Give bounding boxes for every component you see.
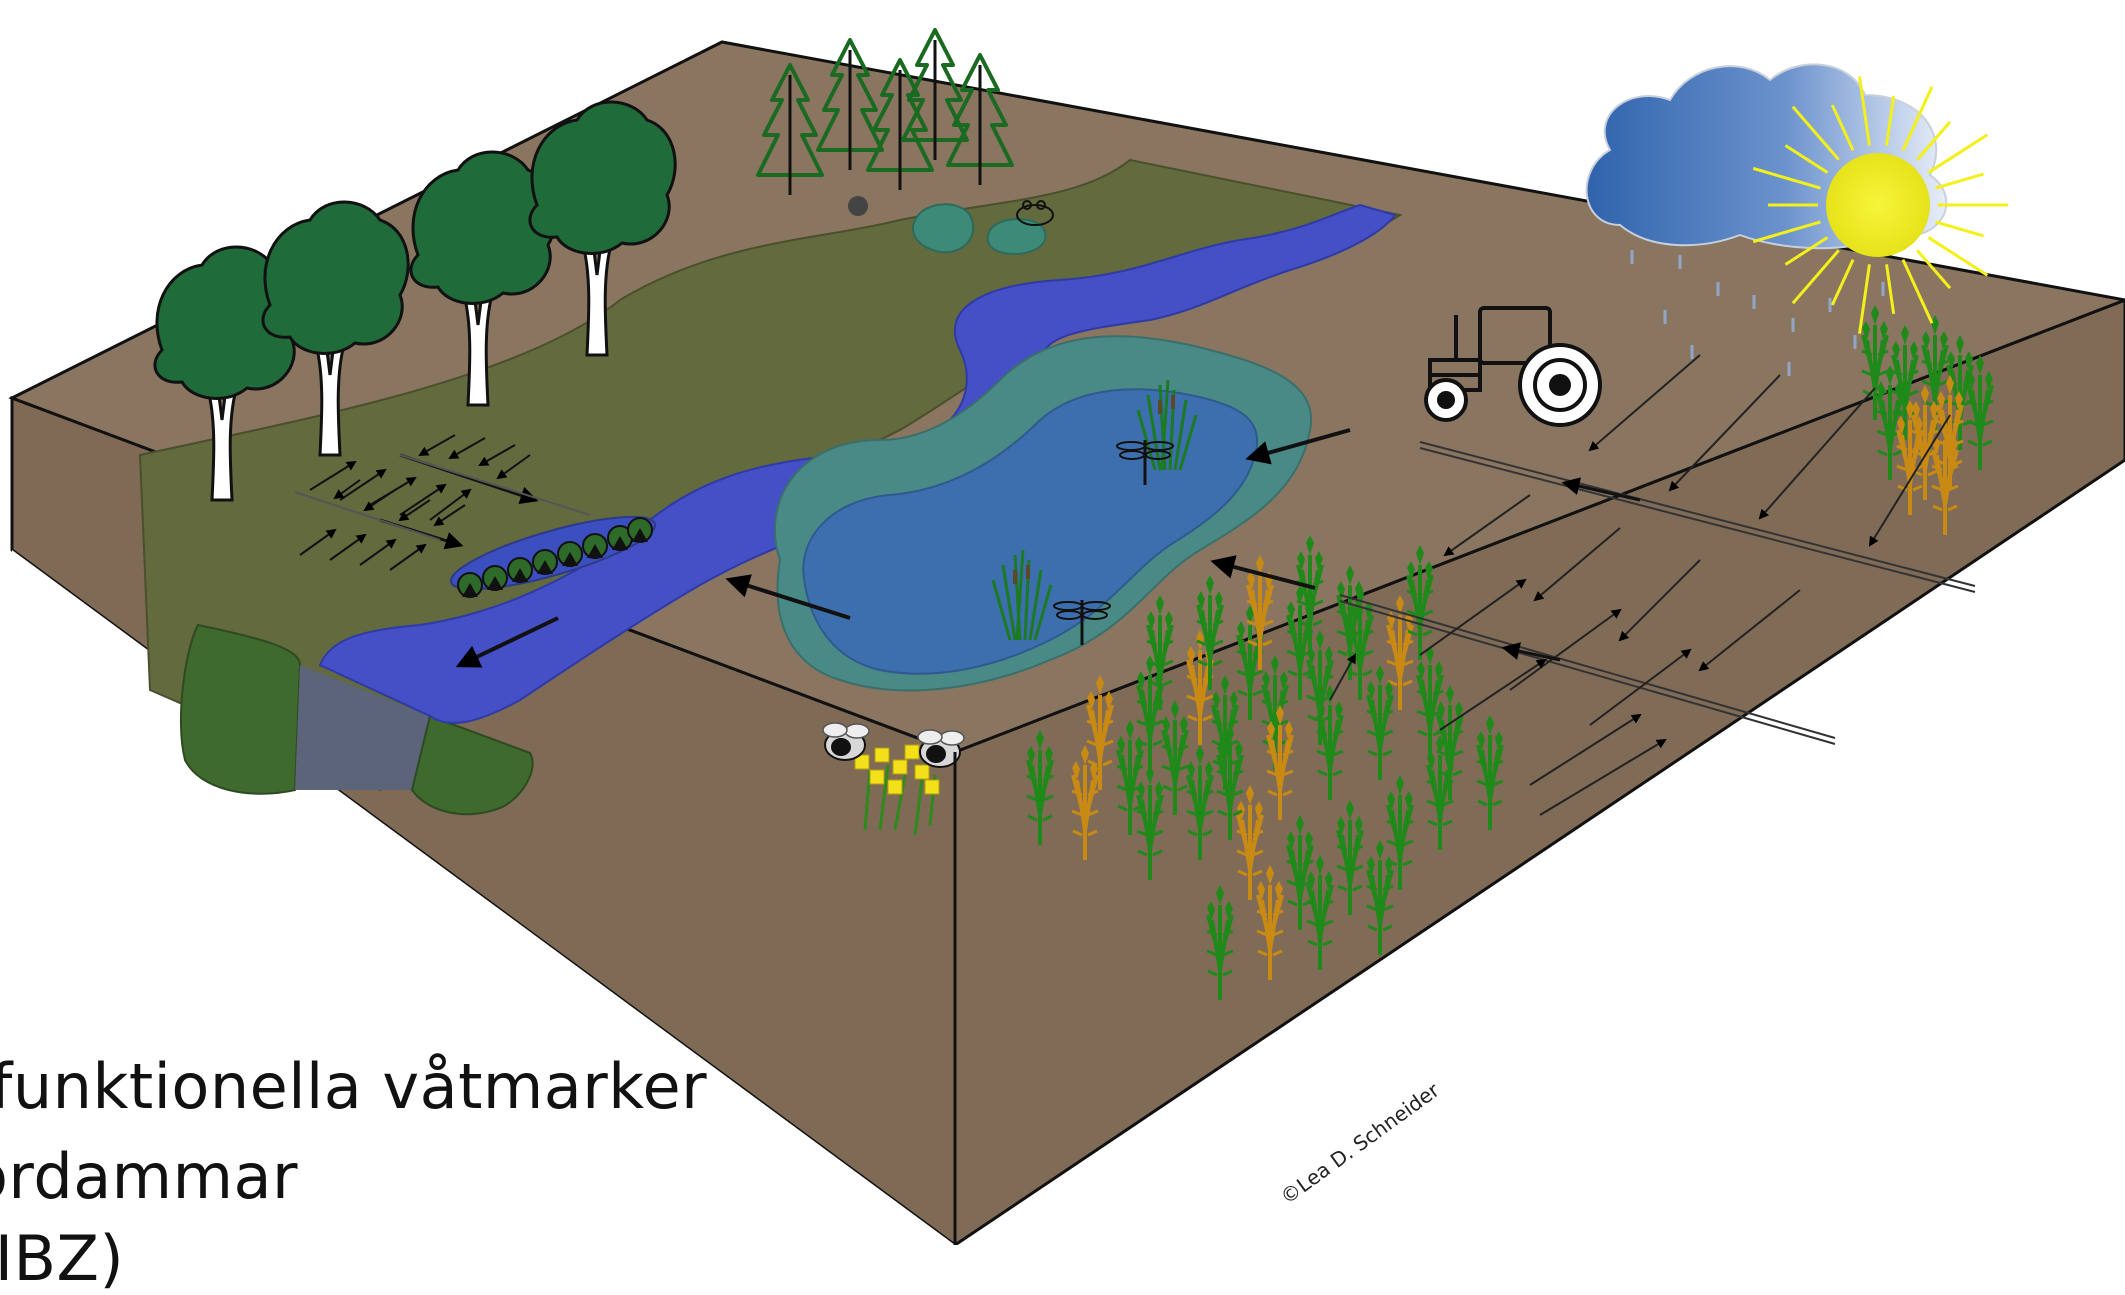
- sun-ray: [1858, 264, 1871, 334]
- pipe-flow-arrows: [1501, 477, 1641, 662]
- sun-ray: [1927, 236, 1989, 277]
- sun-ray: [1916, 120, 1952, 161]
- sun-ray: [1752, 220, 1821, 244]
- sun-ray: [1927, 133, 1989, 174]
- rock-icon: [848, 196, 868, 216]
- tractor-icon: [1424, 306, 1602, 427]
- conifer-icon: [946, 53, 1014, 187]
- sun-ray: [1885, 95, 1896, 146]
- sun-ray: [1830, 104, 1855, 152]
- sun-ray: [1885, 264, 1896, 315]
- sun-icon: [1752, 76, 2008, 334]
- sun-ray: [1858, 76, 1871, 146]
- buffer-bank-left: [179, 623, 302, 795]
- river-cross-section: [295, 665, 430, 790]
- flower-icon: [854, 744, 940, 836]
- sun-ray: [1935, 220, 1984, 238]
- landscape-diagram: [8, 28, 2125, 1245]
- sun-ray: [1935, 172, 1984, 190]
- rain-drops: [1630, 250, 1885, 376]
- conifer-icon: [901, 28, 969, 162]
- main-flow-arrows: [455, 428, 1351, 668]
- sun-ray: [1784, 236, 1829, 266]
- caption-line-2: ordammar: [0, 1140, 298, 1213]
- drain-pipe-icon: [1339, 441, 1976, 745]
- conifer-icon: [816, 38, 884, 172]
- sun-ray: [1791, 249, 1840, 305]
- sun-ray: [1901, 86, 1934, 152]
- small-pond: [912, 203, 975, 254]
- sun-ray: [1916, 249, 1952, 290]
- buffer-shrubs: [457, 517, 653, 598]
- sun-ray: [1901, 258, 1934, 324]
- caption-line-3: (IBZ): [0, 1222, 125, 1295]
- sun-ray: [1791, 105, 1840, 161]
- drain-pipe-icon: [294, 454, 591, 541]
- field-flow-arrows: [1329, 354, 1951, 816]
- caption-line-1: tifunktionella våtmarker: [0, 1050, 708, 1123]
- frog-icon: [1016, 200, 1054, 226]
- buffer-flow-arrows: [299, 434, 531, 571]
- sun-ray: [1830, 258, 1855, 306]
- sun-ray: [1784, 144, 1829, 174]
- sun-ray: [1752, 166, 1821, 190]
- buffer-bank-right: [410, 714, 534, 816]
